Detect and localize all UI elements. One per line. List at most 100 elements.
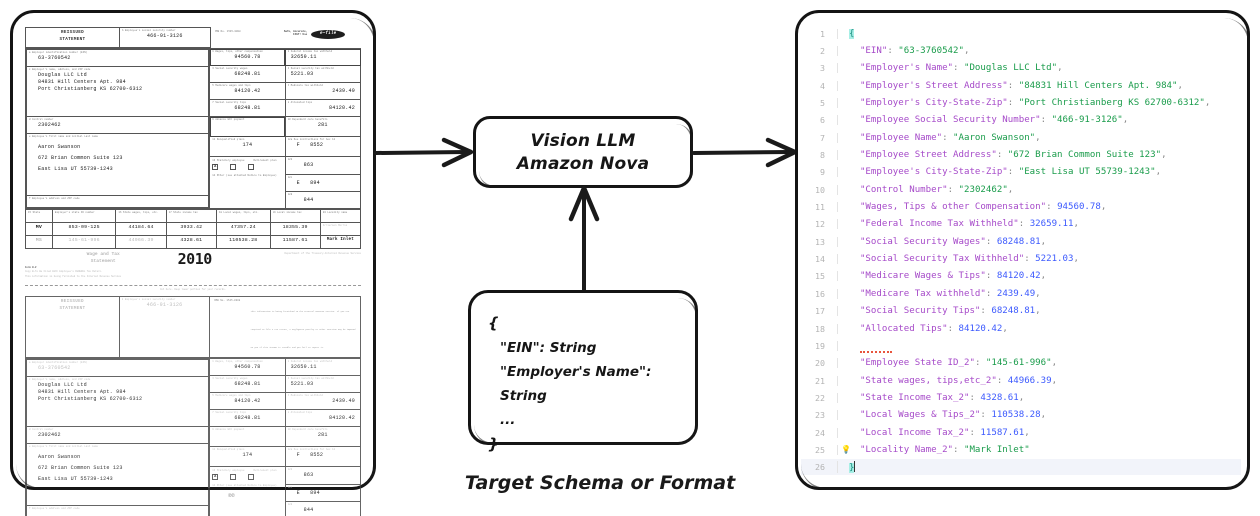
line-number: 2 [820, 46, 825, 57]
code-line[interactable]: 10 "Control Number": "2302462", [801, 181, 1241, 198]
omb-label: OMB No. 1545-0008 [214, 29, 241, 33]
row2-employer-state-id: 145-61-996 [68, 238, 100, 243]
comma: , [1051, 375, 1058, 386]
code-line[interactable]: 7 "Employee Name": "Aaron Swanson", [801, 129, 1241, 146]
row2-local-income-tax: 11587.61 [282, 238, 308, 243]
code-line[interactable]: 23 "Local Wages & Tips_2": 110538.28, [801, 407, 1241, 424]
box12a-amount-copy: 8552 [310, 452, 324, 459]
box12c-value: E 894 [288, 180, 358, 186]
code-line[interactable]: 15 "Medicare Wages & Tips": 84120.42, [801, 268, 1241, 285]
retirement-plan-checkbox-copy[interactable] [230, 474, 237, 481]
box12b-value: 863 [303, 162, 314, 169]
line-number: 17 [815, 306, 825, 317]
json-number-value: 32659.11 [1029, 219, 1074, 230]
statutory-employee-checkbox[interactable]: X [212, 164, 219, 171]
code-line[interactable]: 19 ..... [801, 337, 1241, 354]
col-state-wages: 16 State wages, tips, etc. [118, 211, 159, 214]
line-number: 1 [820, 28, 825, 39]
box10-value-copy: 281 [317, 432, 328, 439]
employee-address-label-copy: f Employee's address and ZIP code [29, 506, 80, 510]
json-key: "Social Security Wages" [859, 236, 986, 247]
box6-label: 6 Medicare tax withheld [287, 84, 323, 87]
colon: : [947, 323, 959, 334]
arrow-llm-to-output [692, 137, 798, 168]
retirement-plan-checkbox[interactable] [230, 164, 237, 171]
code-line[interactable]: 9 "Employee's City-State-Zip": "East Lis… [801, 164, 1241, 181]
vision-llm-box: Vision LLM Amazon Nova [473, 116, 693, 188]
code-line[interactable]: 4 "Employer's Street Address": "84831 Hi… [801, 77, 1241, 94]
third-party-sick-pay-checkbox-copy[interactable] [248, 474, 255, 481]
code-editor[interactable]: 1{2 "EIN": "63-3760542",3 "Employer's Na… [801, 25, 1241, 475]
table-header-row: 15 State Employer's state ID number 16 S… [25, 209, 362, 223]
line-number: 8 [820, 150, 825, 161]
row1-state: MV [35, 225, 43, 230]
code-text: "Local Wages & Tips_2": 110538.28, [837, 410, 1241, 421]
code-line[interactable]: 18 "Allocated Tips": 84120.42, [801, 320, 1241, 337]
colon: : [969, 392, 981, 403]
code-line[interactable]: 16 "Medicare Tax withheld": 2439.49, [801, 285, 1241, 302]
box12a-value: F 8552 [288, 142, 358, 148]
row1-local-income-tax: 18355.39 [282, 225, 308, 230]
json-key: "Control Number" [859, 184, 948, 195]
box2-value: 32659.11 [290, 54, 317, 61]
row1-state-income-tax: 3933.42 [180, 225, 203, 230]
bracket-token: } [849, 463, 855, 474]
ein-label-copy: a Employer identification number (EIN) [29, 360, 88, 364]
json-string-value: "466-91-3126" [1051, 115, 1123, 126]
box7-label-copy: 7 Social security tips [212, 410, 247, 414]
code-line[interactable]: 14 "Social Security Tax Withheld": 5221.… [801, 250, 1241, 267]
box3-label-copy: 3 Social security wages [212, 376, 248, 380]
form-title-2: Statement [90, 258, 116, 264]
colon: : [980, 410, 992, 421]
comma: , [1040, 410, 1047, 421]
efile-badge: e~file [311, 29, 346, 39]
code-line[interactable]: 5 "Employer's City-State-Zip": "Port Chr… [801, 94, 1241, 111]
row1-state-wages: 44184.64 [128, 225, 154, 230]
code-text: "Local Income Tax_2": 11587.61, [837, 427, 1241, 438]
box5-label: 5 Medicare wages and tips [212, 84, 251, 87]
code-line[interactable]: 3 "Employer's Name": "Douglas LLC Ltd", [801, 60, 1241, 77]
code-line[interactable]: 12 "Federal Income Tax Withheld": 32659.… [801, 216, 1241, 233]
statutory-employee-checkbox-copy[interactable]: X [212, 474, 219, 481]
comma: , [1073, 254, 1079, 265]
code-text: } [837, 461, 1241, 474]
third-party-sick-pay-checkbox[interactable] [248, 164, 255, 171]
code-line[interactable]: 11 "Wages, Tips & other Compensation": 9… [801, 198, 1241, 215]
box3-value: 68248.81 [234, 71, 261, 78]
control-number-label: d Control number [29, 118, 54, 121]
code-line[interactable]: 26} [801, 458, 1241, 475]
json-key: "Medicare Tax withheld" [859, 288, 986, 299]
json-key: "Wages, Tips & other Compensation" [859, 202, 1047, 213]
code-line[interactable]: 24 "Local Income Tax_2": 11587.61, [801, 424, 1241, 441]
code-line[interactable]: 1{ [801, 25, 1241, 42]
code-text: "Employee Street Address": "672 Brian Co… [837, 150, 1241, 161]
box12a-code-copy: F [296, 452, 300, 459]
code-line[interactable]: 8 "Employee Street Address": "672 Brian … [801, 146, 1241, 163]
code-line[interactable]: 6 "Employee Social Security Number": "46… [801, 112, 1241, 129]
colon: : [953, 63, 964, 74]
code-line[interactable]: 25💡 "Locality Name_2": "Mark Inlet" [801, 441, 1241, 458]
code-line[interactable]: 17 "Social Security Tips": 68248.81, [801, 303, 1241, 320]
lightbulb-icon[interactable]: 💡 [841, 445, 851, 455]
box14-label: 14 Other (see attached Notice to Employe… [212, 174, 277, 178]
code-line[interactable]: 2 "EIN": "63-3760542", [801, 42, 1241, 59]
code-line[interactable]: 21 "State wages, tips,etc_2": 44966.39, [801, 372, 1241, 389]
line-number: 14 [815, 254, 825, 265]
control-number-value-copy: 2302462 [38, 432, 61, 439]
json-string-value: "672 Brian Common Suite 123" [1007, 150, 1162, 161]
json-key: "Local Income Tax_2" [859, 427, 970, 438]
safe-line2: FAST! Use [293, 32, 308, 36]
colon: : [1046, 202, 1058, 213]
line-number: 26 [815, 462, 825, 473]
line-number: 23 [815, 410, 825, 421]
code-line[interactable]: 13 "Social Security Wages": 68248.81, [801, 233, 1241, 250]
copy-b-line: Copy B—To Be Filed With Employee's FEDER… [25, 270, 103, 274]
box12c-amount: 894 [310, 180, 320, 187]
code-line[interactable]: 22 "State Income Tax_2": 4328.61, [801, 389, 1241, 406]
code-line[interactable]: 20 "Employee State ID_2": "145-61-996", [801, 355, 1241, 372]
box9-label-copy: 9 Advance EIC payment [212, 427, 245, 431]
line-number: 12 [815, 219, 825, 230]
box12d-value-copy: 844 [303, 507, 314, 514]
comma: , [963, 46, 970, 57]
